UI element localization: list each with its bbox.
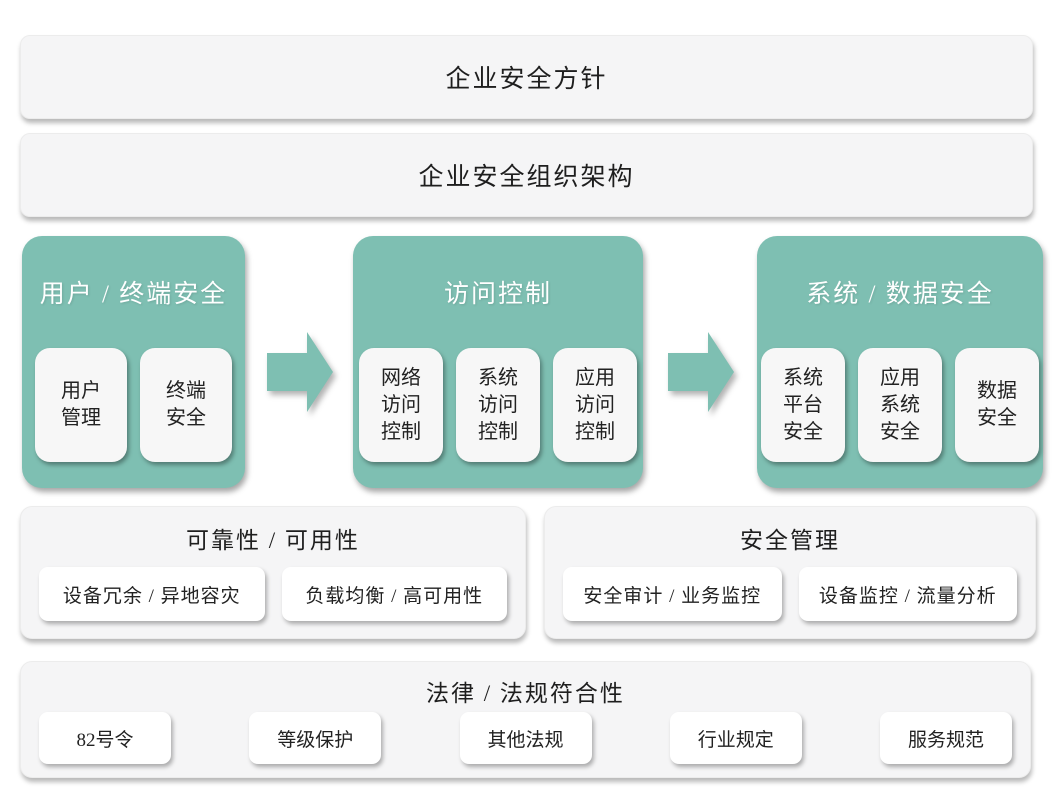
panel-title: 安全管理: [740, 528, 840, 553]
compliance-items: 82号令 等级保护 其他法规 行业规定 服务规范: [39, 712, 1012, 764]
compliance-item-classified-protection: 等级保护: [249, 712, 382, 764]
stage-item-data-security: 数据 安全: [955, 348, 1039, 462]
arrow-head: [307, 332, 333, 412]
stage-title: 系统 / 数据安全: [806, 281, 994, 308]
panel-item-redundancy-disaster-recovery: 设备冗余 / 异地容灾: [39, 567, 265, 621]
stage-system-data-security: 系统 / 数据安全 系统 平台 安全 应用 系统 安全 数据 安全: [757, 236, 1043, 488]
stage-title: 访问控制: [443, 281, 552, 308]
panel-items: 设备冗余 / 异地容灾 负载均衡 / 高可用性: [39, 567, 507, 621]
organization-bar-label: 企业安全组织架构: [418, 164, 635, 191]
stage-item-system-platform-security: 系统 平台 安全: [761, 348, 845, 462]
panel-reliability-availability: 可靠性 / 可用性 设备冗余 / 异地容灾 负载均衡 / 高可用性: [20, 506, 526, 639]
stage-items: 用户 管理 终端 安全: [22, 348, 245, 462]
stage-items: 网络 访问 控制 系统 访问 控制 应用 访问 控制: [353, 348, 643, 462]
arrow-body: [267, 353, 307, 391]
stage-item-application-system-security: 应用 系统 安全: [858, 348, 942, 462]
stage-item-network-access-control: 网络 访问 控制: [359, 348, 443, 462]
stage-access-control: 访问控制 网络 访问 控制 系统 访问 控制 应用 访问 控制: [353, 236, 643, 488]
stage-user-terminal-security: 用户 / 终端安全 用户 管理 终端 安全: [22, 236, 245, 488]
stage-items: 系统 平台 安全 应用 系统 安全 数据 安全: [757, 348, 1043, 462]
flow-arrow-right-icon: [267, 332, 333, 412]
panel-legal-regulatory-compliance: 法律 / 法规符合性 82号令 等级保护 其他法规 行业规定 服务规范: [20, 661, 1031, 778]
compliance-title: 法律 / 法规符合性: [426, 681, 625, 706]
stage-item-application-access-control: 应用 访问 控制: [553, 348, 637, 462]
policy-bar: 企业安全方针: [20, 35, 1033, 119]
arrow-head: [708, 332, 734, 412]
stage-item-system-access-control: 系统 访问 控制: [456, 348, 540, 462]
policy-bar-label: 企业安全方针: [445, 66, 608, 93]
panel-item-device-monitoring-traffic-analysis: 设备监控 / 流量分析: [798, 567, 1017, 621]
flow-arrow-right-icon: [668, 332, 734, 412]
panel-item-security-audit-business-monitoring: 安全审计 / 业务监控: [563, 567, 782, 621]
compliance-item-industry-rules: 行业规定: [669, 712, 802, 764]
compliance-item-decree-82: 82号令: [39, 712, 171, 764]
stage-title: 用户 / 终端安全: [39, 281, 228, 308]
organization-bar: 企业安全组织架构: [20, 133, 1033, 217]
panel-items: 安全审计 / 业务监控 设备监控 / 流量分析: [563, 567, 1017, 621]
compliance-item-other-regulations: 其他法规: [459, 712, 592, 764]
arrow-body: [668, 353, 708, 391]
compliance-item-service-standards: 服务规范: [880, 712, 1012, 764]
panel-item-load-balancing-high-availability: 负载均衡 / 高可用性: [281, 567, 507, 621]
stage-item-terminal-security: 终端 安全: [140, 348, 232, 462]
panel-title: 可靠性 / 可用性: [186, 528, 360, 553]
panel-security-management: 安全管理 安全审计 / 业务监控 设备监控 / 流量分析: [544, 506, 1036, 639]
stage-item-user-management: 用户 管理: [35, 348, 127, 462]
